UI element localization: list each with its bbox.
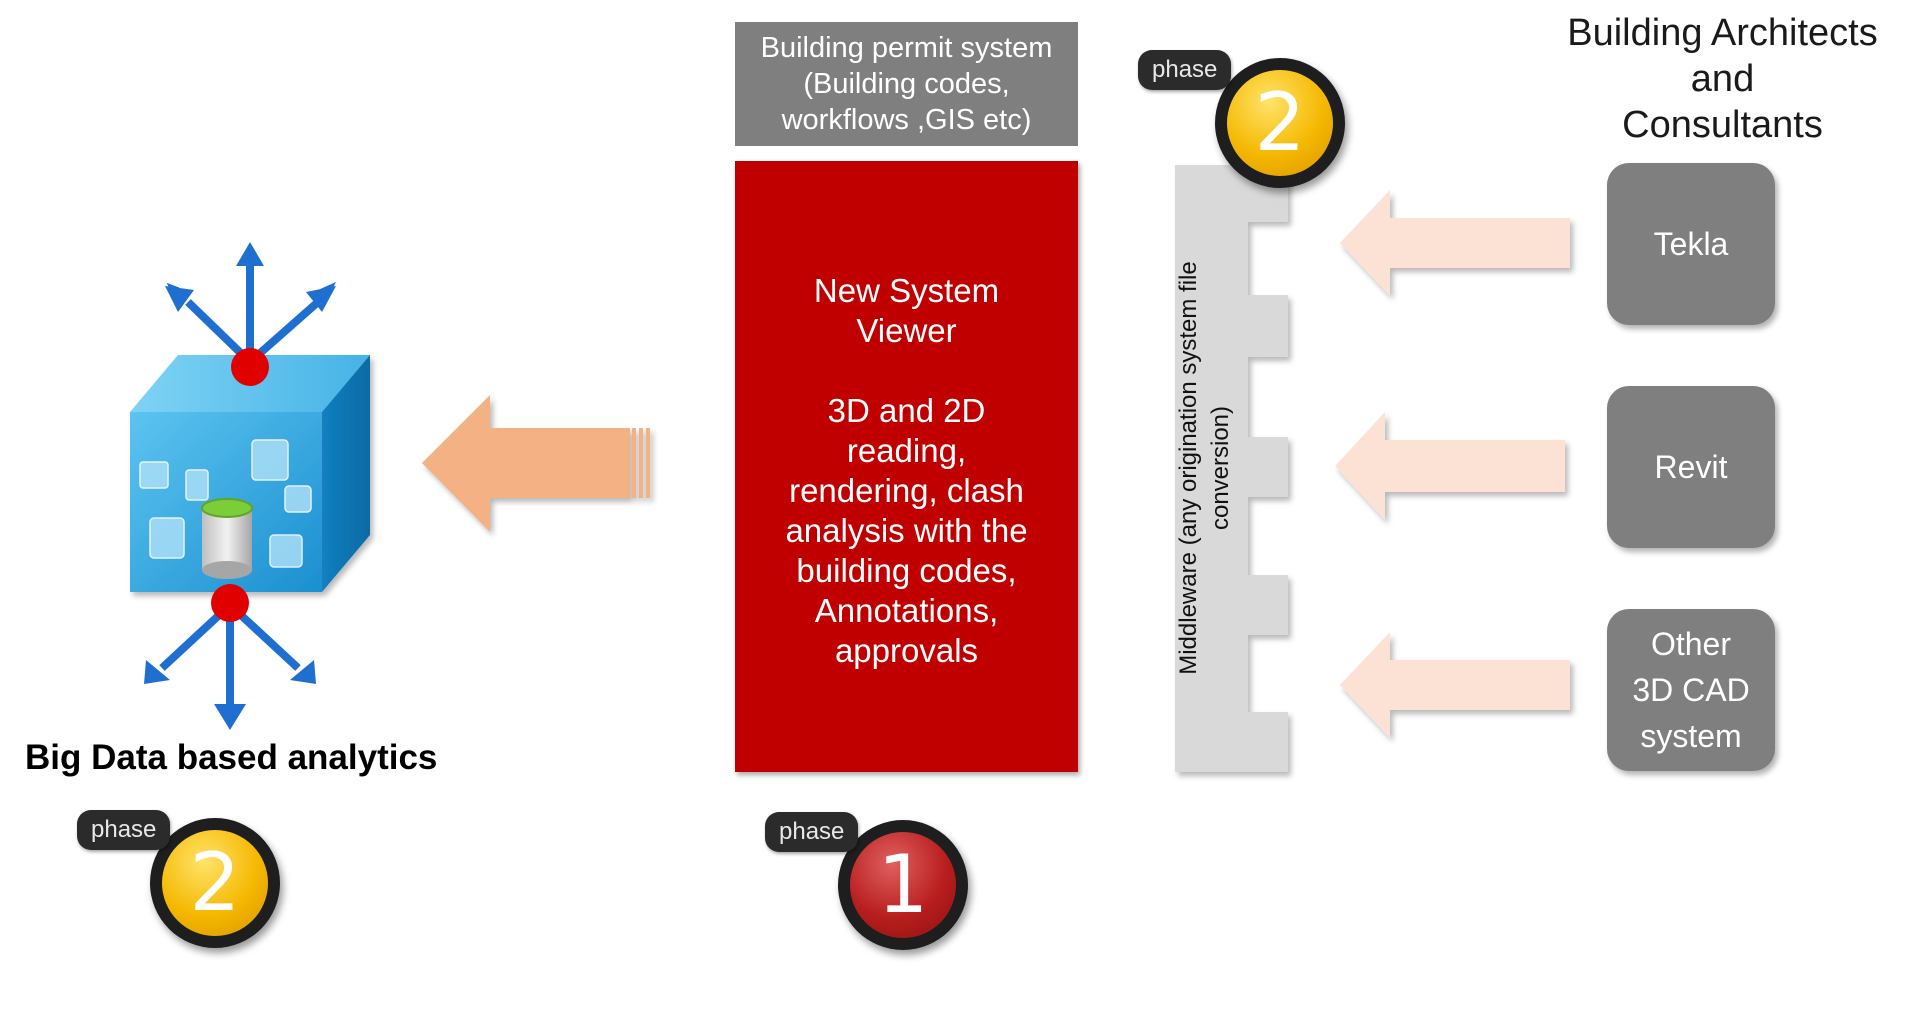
cad-box-label: Other 3D CAD system xyxy=(1632,626,1750,754)
bigdata-phase-number: 2 xyxy=(150,818,280,948)
building-permit-text: Building permit system (Building codes, … xyxy=(760,32,1053,136)
network-node-bottom xyxy=(211,584,249,622)
arrowhead-bottom-right xyxy=(290,660,316,684)
cad-box-label: Revit xyxy=(1654,449,1728,485)
arrowhead-top-left xyxy=(165,286,194,312)
viewer-title: New System Viewer xyxy=(813,272,1000,349)
database-icon xyxy=(201,498,253,579)
network-node-top xyxy=(231,348,269,386)
middleware-label: Middleware (any origination system file … xyxy=(1175,261,1234,675)
viewer-to-bigdata-arrow xyxy=(422,395,650,532)
new-system-viewer-box: New System Viewer 3D and 2D reading, ren… xyxy=(735,161,1078,772)
bigdata-phase-tab: phase xyxy=(77,810,171,850)
viewer-phase-number: 1 xyxy=(838,820,968,950)
big-data-label: Big Data based analytics xyxy=(25,738,438,777)
cad-box-other-cad: Other 3D CAD system xyxy=(1607,609,1775,771)
network-arrows-top xyxy=(166,242,336,365)
middleware-phase-number: 2 xyxy=(1215,58,1345,188)
cad-box-label: Tekla xyxy=(1653,226,1729,262)
cad-box-tekla: Tekla xyxy=(1607,163,1775,325)
architects-title: Building Architects and Consultants xyxy=(1567,12,1878,146)
arrowhead-top-right xyxy=(306,286,336,312)
phase-number: 2 xyxy=(162,830,268,936)
middleware-phase-tab: phase xyxy=(1138,50,1232,90)
middleware-connector xyxy=(1175,165,1288,772)
viewer-phase-tab: phase xyxy=(765,812,859,852)
arrowhead-bottom-left xyxy=(144,660,170,684)
building-permit-box: Building permit system (Building codes, … xyxy=(735,22,1078,146)
viewer-description: 3D and 2D reading, rendering, clash anal… xyxy=(785,392,1028,669)
other-cad-to-middleware-arrow xyxy=(1340,632,1570,738)
phase-number: 2 xyxy=(1227,70,1333,176)
revit-to-middleware-arrow xyxy=(1335,412,1565,520)
cube-app-icons xyxy=(139,439,312,568)
arrowhead-bottom-center xyxy=(214,704,246,730)
cad-box-revit: Revit xyxy=(1607,386,1775,548)
phase-number: 1 xyxy=(850,832,956,938)
tekla-to-middleware-arrow xyxy=(1340,190,1570,296)
